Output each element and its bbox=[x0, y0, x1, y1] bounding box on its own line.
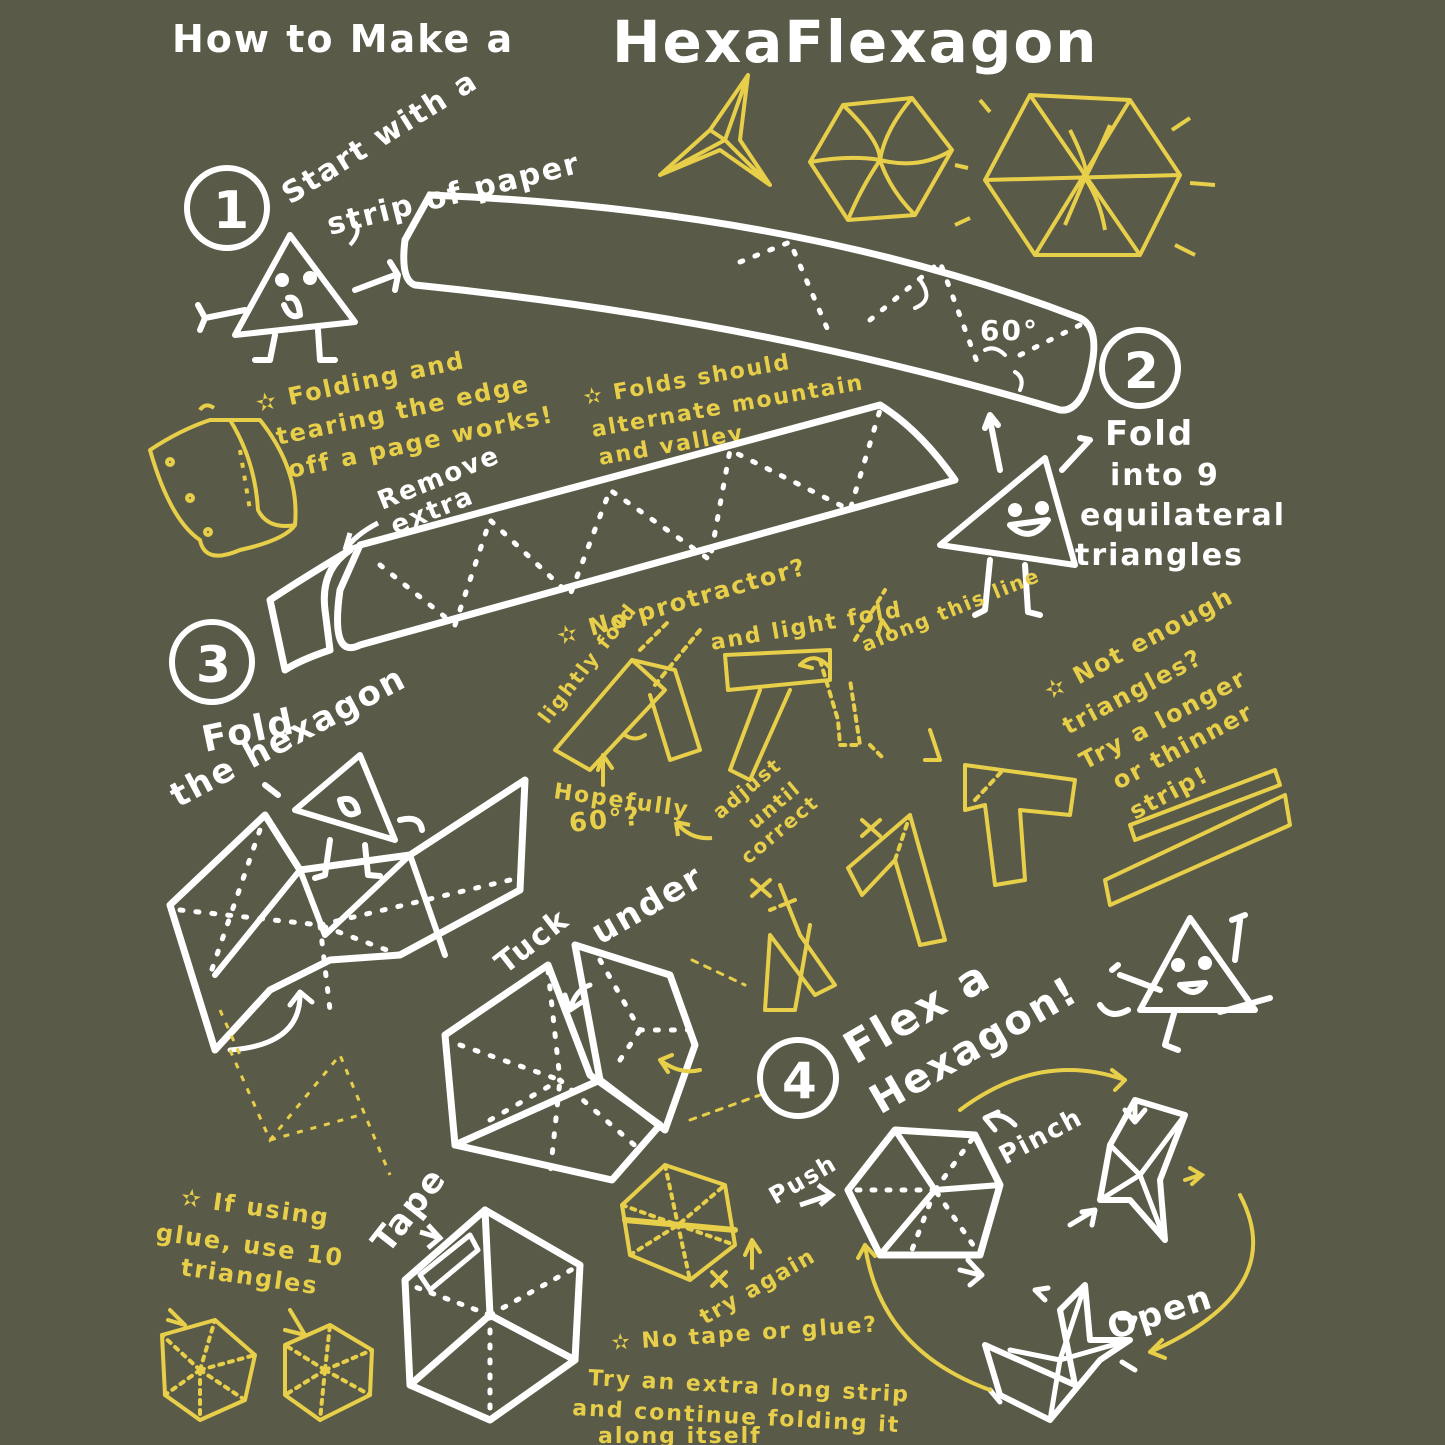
flex-hexagon-illustration bbox=[844, 1097, 1188, 1423]
step3-badge: 3 bbox=[169, 619, 255, 705]
step2-label-line2: into 9 bbox=[1110, 458, 1220, 493]
tip-notape-line1: ✫ No tape or glue? bbox=[611, 1312, 879, 1356]
tape-arrow bbox=[419, 1223, 444, 1250]
triangle-mascot-1 bbox=[195, 232, 401, 363]
under-word: under bbox=[585, 857, 711, 953]
step2-label-line3: equilateral bbox=[1080, 498, 1286, 533]
protractor-fold-illustration bbox=[553, 588, 892, 787]
triangle-mascot-4 bbox=[1097, 912, 1273, 1053]
long-strip-illustration bbox=[1103, 768, 1292, 907]
hexagon-fold-illustration bbox=[166, 776, 529, 1054]
tuck-word: Tuck bbox=[488, 902, 576, 981]
title-big: HexaFlexagon bbox=[612, 8, 1098, 76]
triangle-mascot-2 bbox=[937, 412, 1093, 618]
triangle-mascot-3 bbox=[262, 752, 425, 881]
paper-strip-illustration bbox=[400, 191, 1098, 414]
tuck-under-illustration bbox=[441, 941, 762, 1184]
adjust-arrow bbox=[674, 820, 713, 841]
flex-cycle-arrows bbox=[856, 1068, 1256, 1392]
step2-label-line1: Fold bbox=[1105, 414, 1194, 454]
step4-number: 4 bbox=[782, 1052, 819, 1110]
taped-hexagon-illustration bbox=[401, 1206, 584, 1424]
step4-badge: 4 bbox=[757, 1037, 839, 1119]
action-open: Open bbox=[1102, 1277, 1218, 1349]
protractor-hopefully-2: 60°? bbox=[568, 802, 643, 839]
title-small: How to Make a bbox=[172, 17, 514, 61]
step3-number: 3 bbox=[196, 636, 233, 694]
step1-badge: 1 bbox=[184, 165, 270, 251]
step1-angle: 60° bbox=[980, 314, 1039, 347]
push-arrow bbox=[799, 1182, 837, 1208]
action-push: Push bbox=[764, 1149, 842, 1210]
tip-notape-line4: along itself bbox=[598, 1424, 762, 1445]
step2-label-line4: triangles bbox=[1075, 538, 1244, 573]
try-again-hexagon bbox=[620, 1163, 762, 1288]
fold-guide-lines bbox=[218, 1009, 392, 1176]
step1-number: 1 bbox=[213, 181, 251, 241]
flexagon-stages-illustration bbox=[658, 73, 1216, 257]
folded-strip-illustration bbox=[266, 401, 959, 674]
glued-hexagons-illustration bbox=[160, 1308, 374, 1422]
step2-number: 2 bbox=[1124, 342, 1161, 400]
step2-badge: 2 bbox=[1099, 327, 1181, 409]
folded-pieces-illustration bbox=[750, 728, 1077, 1012]
paper-roll-illustration bbox=[148, 403, 298, 558]
action-pinch: Pinch bbox=[994, 1102, 1088, 1171]
